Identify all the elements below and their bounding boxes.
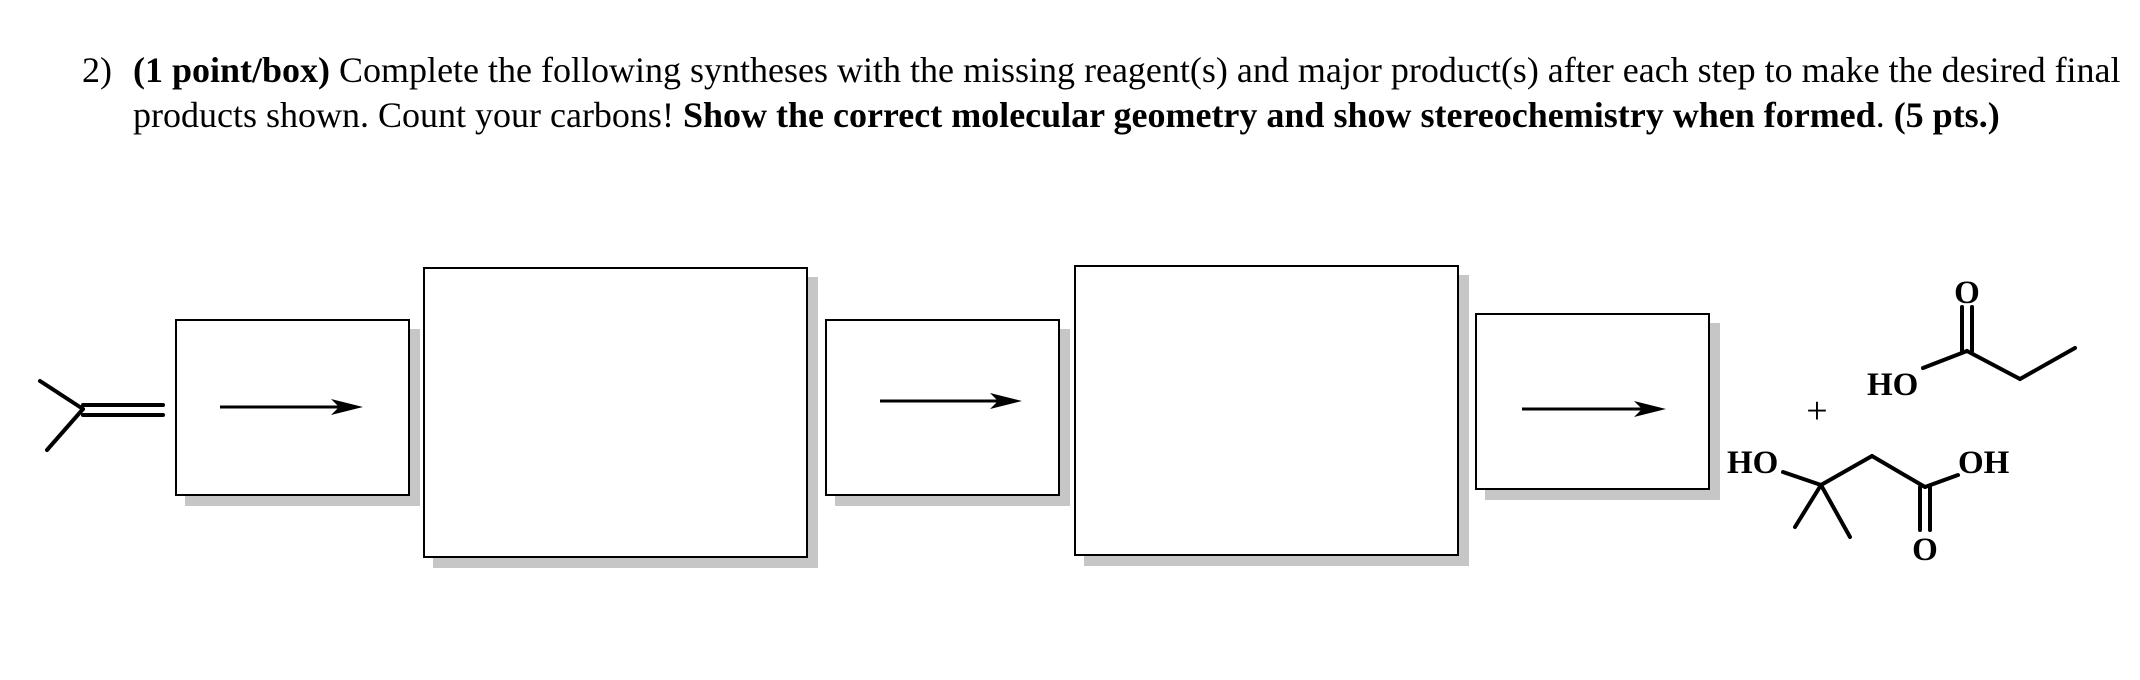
question-body: (1 point/box) Complete the following syn… (133, 48, 2123, 138)
question-number: 2) (82, 50, 112, 90)
carbonyl-oxygen-label: O (1912, 532, 1938, 568)
period: . (1875, 95, 1894, 135)
starting-material-isobutylene (38, 379, 165, 452)
product-propanoic-acid: HO O (1867, 275, 2077, 403)
reagent-box-3[interactable] (1475, 313, 1710, 490)
reagent-box-2[interactable] (825, 319, 1060, 496)
hydroxyl-label-right: OH (1958, 445, 2010, 481)
hydroxyl-label: HO (1867, 367, 1918, 403)
product-hydroxy-methylbutanoic-acid: HO OH O (1727, 445, 2010, 568)
reaction-arrow-1 (220, 399, 363, 415)
plus-sign: + (1806, 390, 1827, 432)
total-points: (5 pts.) (1893, 95, 2000, 135)
carbonyl-oxygen-label: O (1954, 275, 1980, 311)
emphasis-text: Show the correct molecular geometry and … (682, 95, 1876, 135)
instructions: Complete the following syntheses with th… (133, 50, 2121, 135)
reaction-arrow-3 (1522, 401, 1666, 417)
points-per-box: (1 point/box) (133, 50, 331, 90)
product-box-2[interactable] (1074, 265, 1459, 556)
product-box-1[interactable] (423, 267, 808, 558)
hydroxyl-label-left: HO (1727, 445, 1778, 481)
reaction-arrow-2 (880, 393, 1022, 409)
